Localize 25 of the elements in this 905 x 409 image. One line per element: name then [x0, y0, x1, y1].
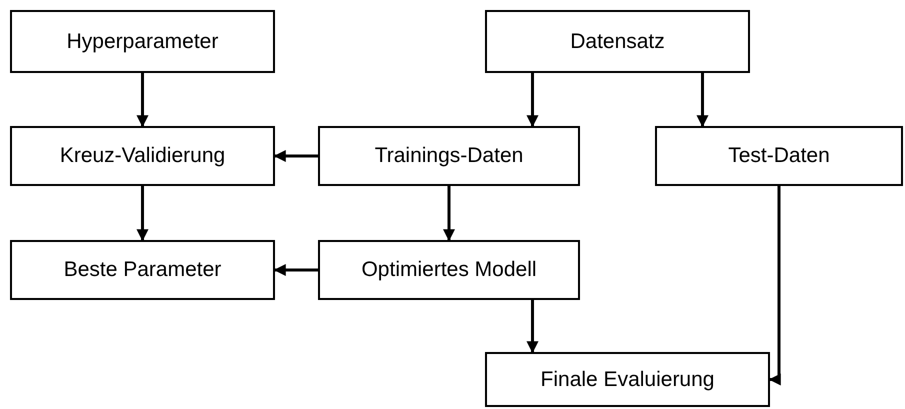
- arrow: [526, 73, 538, 128]
- process-box: [318, 240, 580, 300]
- box-label: Trainings-Daten: [374, 143, 524, 170]
- box-label: Finale Evaluierung: [540, 366, 714, 393]
- arrow: [274, 264, 318, 276]
- process-box: [655, 126, 903, 186]
- arrow: [274, 150, 318, 162]
- arrow: [768, 186, 781, 386]
- process-box: [10, 240, 275, 300]
- box-label: Test-Daten: [728, 143, 830, 170]
- process-box: [10, 126, 275, 186]
- arrow: [526, 300, 538, 354]
- box-label: Kreuz-Validierung: [60, 143, 226, 170]
- arrow: [443, 186, 455, 242]
- box-label: Beste Parameter: [64, 257, 222, 284]
- box-label: Optimiertes Modell: [361, 257, 537, 284]
- process-box: [485, 352, 770, 407]
- process-box: [318, 126, 580, 186]
- arrow: [696, 73, 708, 128]
- box-label: Hyperparameter: [66, 28, 218, 55]
- arrow: [136, 186, 148, 242]
- process-box: [485, 10, 750, 73]
- arrow: [136, 73, 148, 128]
- box-label: Datensatz: [570, 28, 665, 55]
- process-box: [10, 10, 275, 73]
